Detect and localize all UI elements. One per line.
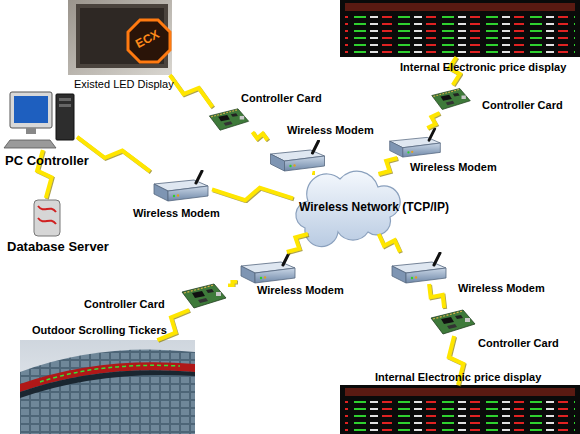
lightning-link — [379, 234, 400, 252]
wireless-modem: Wireless Modem — [237, 252, 299, 284]
controller-card: Controller Card — [430, 85, 472, 113]
controller-card: Controller Card — [180, 282, 228, 310]
node-label: Wireless Modem — [257, 284, 344, 296]
lightning-link — [427, 113, 439, 128]
lightning-link — [287, 234, 308, 252]
lightning-link — [212, 188, 293, 200]
lightning-link — [170, 75, 213, 107]
lightning-link — [313, 172, 315, 174]
price-display: Internal Electronic price display — [340, 385, 580, 434]
lightning-link — [429, 284, 444, 308]
node-label: Wireless Modem — [410, 161, 497, 173]
lightning-link — [228, 281, 237, 285]
node-label: Wireless Modem — [133, 207, 220, 219]
node-label: Database Server — [7, 240, 109, 254]
node-label: Internal Electronic price display — [400, 61, 566, 73]
node-label: PC Controller — [5, 154, 89, 168]
lightning-link — [378, 158, 397, 174]
node-label: Wireless Modem — [458, 282, 545, 294]
node-label: Existed LED Display — [74, 78, 174, 90]
wireless-modem: Wireless Modem — [265, 140, 330, 172]
pc-controller: PC Controller — [5, 90, 77, 150]
wireless-modem: Wireless Modem — [388, 252, 450, 284]
lightning-link — [252, 132, 267, 140]
controller-card: Controller Card — [428, 308, 478, 336]
wireless-modem: Wireless Modem — [385, 128, 445, 158]
node-label: Outdoor Scrolling Tickers — [32, 324, 167, 336]
node-label: Internal Electronic price display — [375, 371, 541, 383]
node-label: Controller Card — [482, 99, 563, 111]
node-label: Controller Card — [84, 298, 165, 310]
controller-card: Controller Card — [205, 107, 253, 132]
node-label: Controller Card — [241, 92, 322, 104]
node-label: Wireless Network (TCP/IP) — [299, 201, 449, 214]
wireless-modem: Wireless Modem — [150, 170, 212, 202]
node-label: Controller Card — [478, 337, 559, 349]
database-server: Database Server — [32, 198, 62, 236]
price-display: Internal Electronic price display — [340, 0, 580, 57]
ticker-building: Outdoor Scrolling Tickers — [20, 340, 195, 434]
network-cloud: Wireless Network (TCP/IP) — [293, 174, 393, 234]
node-label: Wireless Modem — [287, 124, 374, 136]
